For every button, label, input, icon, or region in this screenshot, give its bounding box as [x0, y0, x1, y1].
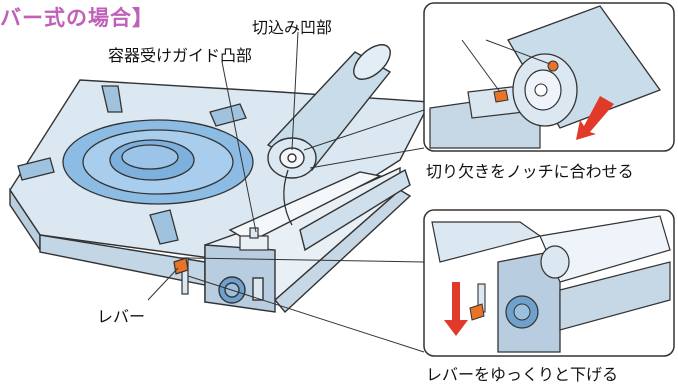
guide-boss-leader-line	[221, 61, 257, 233]
lever-leader-line	[147, 267, 179, 301]
inset-align	[423, 2, 675, 152]
label-lower-caption: レバーをゆっくりと下げる	[426, 365, 619, 384]
inset-lever	[423, 209, 675, 357]
label-lever: レバー	[97, 307, 146, 326]
label-align-caption: 切り欠きをノッチに合わせる	[426, 162, 634, 181]
guide-boss	[239, 227, 269, 251]
down-arrow-icon	[444, 282, 468, 336]
cut-recess-leader-line	[291, 31, 299, 151]
section-title: バー式の場合】	[0, 6, 154, 30]
align-leader-left	[461, 39, 501, 93]
label-guide-boss: 容器受けガイド凸部	[108, 46, 253, 65]
control-panel	[204, 244, 276, 313]
gas-cartridge	[266, 44, 392, 179]
label-cut-recess: 切込み凹部	[252, 18, 333, 37]
burner-icon	[62, 119, 254, 205]
pot-support-icon	[17, 85, 247, 245]
inset2-connector-a	[187, 257, 425, 263]
inset1-connector-b	[309, 147, 425, 169]
inset2-connector-b	[187, 275, 425, 353]
insert-path-line	[283, 169, 293, 226]
align-leader-right	[485, 39, 551, 65]
inset1-connector-a	[303, 109, 425, 151]
down-arrow-icon	[576, 96, 614, 140]
